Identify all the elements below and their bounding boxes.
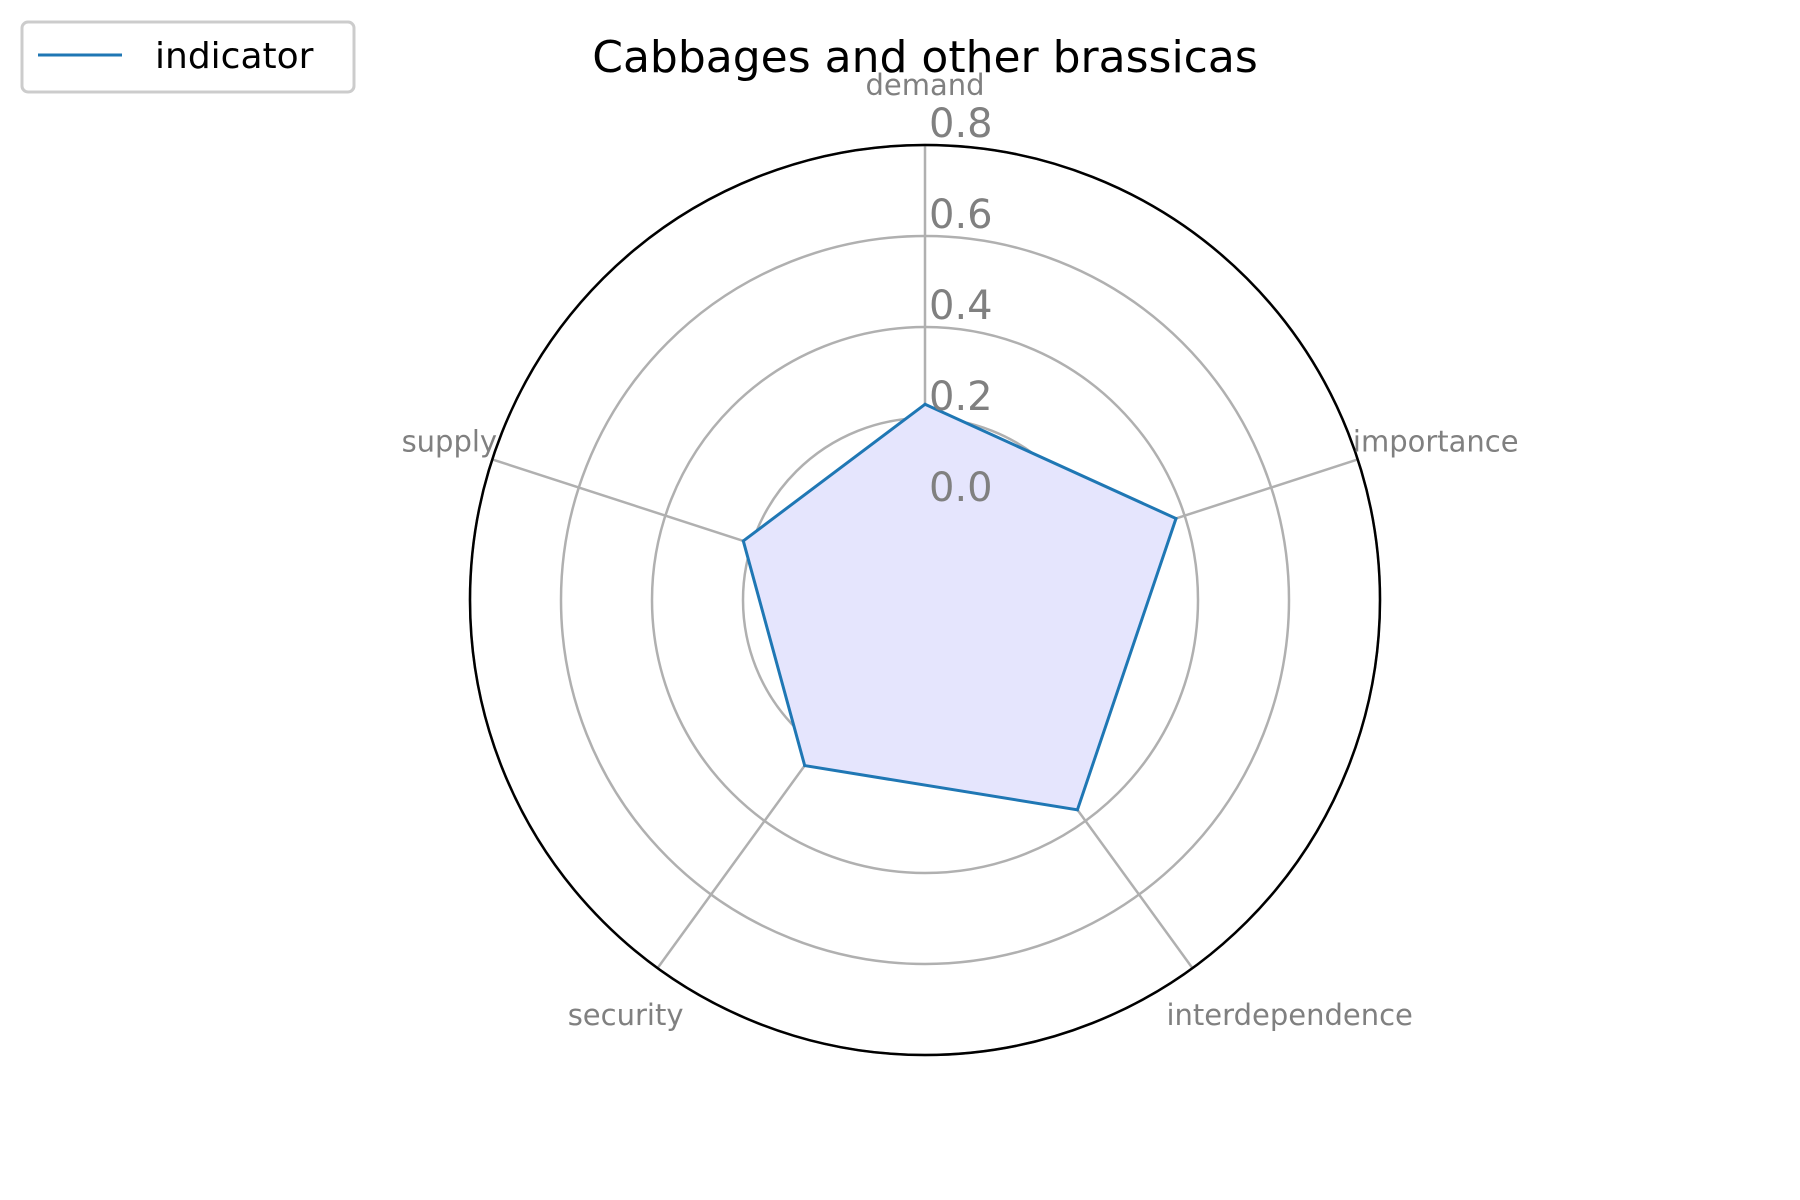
- category-label-supply: supply: [402, 425, 498, 459]
- radial-tick-label: 0.2: [929, 374, 993, 420]
- radial-tick-label: 0.4: [929, 283, 993, 329]
- legend-box: [20, 20, 356, 94]
- legend: indicator: [20, 20, 356, 94]
- radial-tick-label: 0.0: [929, 465, 993, 511]
- radial-tick-labels: 0.0 0.2 0.4 0.6 0.8: [929, 101, 993, 511]
- point-security: [803, 764, 807, 768]
- category-labels: demand importance interdependence security s…: [402, 68, 1519, 1032]
- chart-title: Cabbages and other brassicas: [592, 32, 1258, 83]
- point-interdependence: [1075, 808, 1079, 812]
- point-demand: [923, 402, 927, 406]
- radial-tick-label: 0.8: [929, 101, 993, 147]
- point-importance: [1174, 517, 1178, 520]
- series-layer: [741, 402, 1178, 812]
- category-label-demand: demand: [865, 68, 984, 102]
- series-fill-indicator: [743, 404, 1176, 810]
- series-line-indicator: [741, 402, 1178, 812]
- category-label-importance: importance: [1353, 425, 1519, 459]
- polar-frame: [468, 143, 1382, 1057]
- legend-label-indicator: indicator: [155, 36, 314, 77]
- radial-tick-label: 0.6: [929, 192, 993, 238]
- category-label-interdependence: interdependence: [1167, 998, 1413, 1032]
- category-label-security: security: [568, 998, 684, 1032]
- point-supply: [741, 539, 745, 543]
